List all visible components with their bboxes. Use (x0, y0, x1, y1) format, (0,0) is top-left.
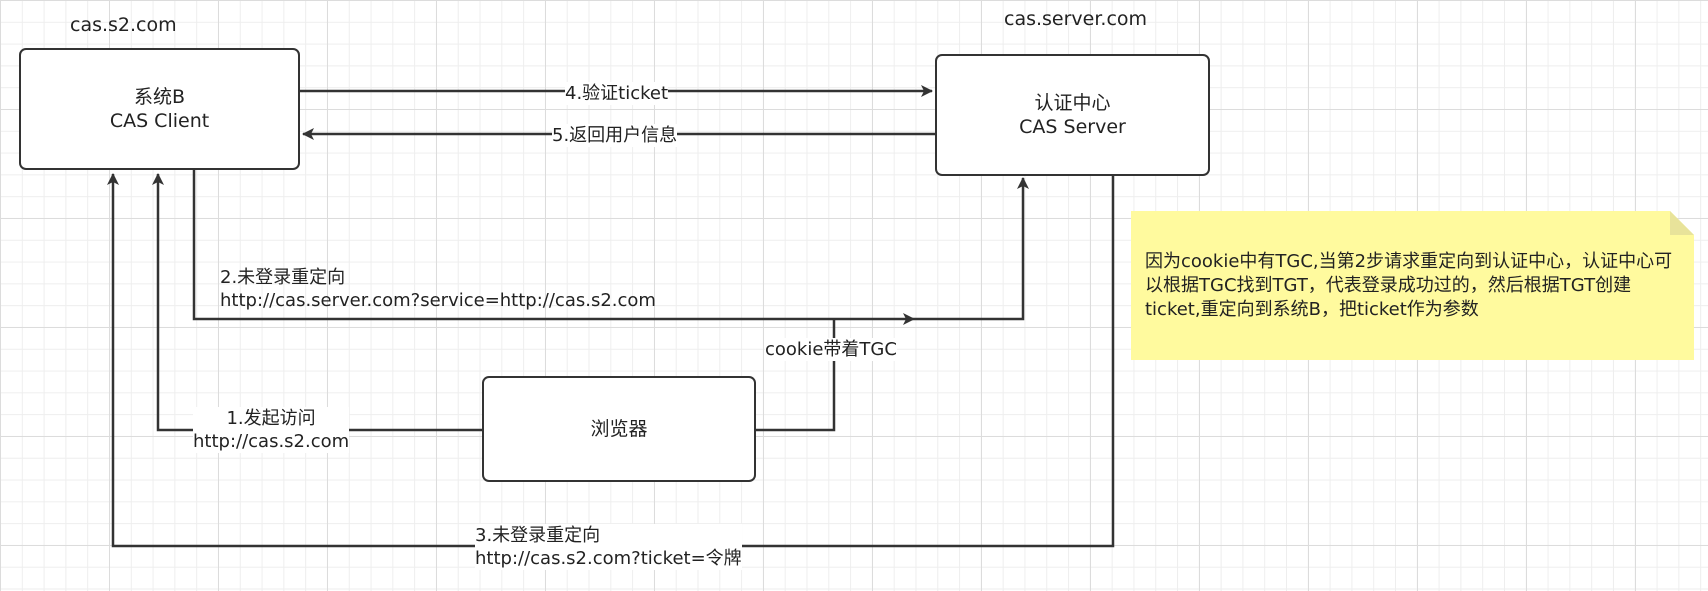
system-b-title: 系统B (133, 86, 186, 108)
auth-center-subtitle: CAS Server (1019, 116, 1126, 138)
edge-step4-label: 4.验证ticket (565, 82, 669, 105)
edge-step2-url: http://cas.server.com?service=http://cas… (220, 290, 656, 311)
edge-step2-title: 2.未登录重定向 (220, 267, 346, 288)
edge-step5-label: 5.返回用户信息 (552, 124, 678, 147)
auth-center-box[interactable]: 认证中心 CAS Server (935, 54, 1210, 176)
edge-step2-to-server (914, 177, 1029, 321)
sticky-note: 因为cookie中有TGC,当第2步请求重定向到认证中心，认证中心可以根据TGC… (1131, 211, 1694, 360)
edge-cookie-label: cookie带着TGC (765, 338, 897, 361)
system-b-subtitle: CAS Client (109, 110, 210, 132)
edge-step3-url: http://cas.s2.com?ticket=令牌 (475, 548, 742, 569)
auth-center-title: 认证中心 (1034, 92, 1111, 114)
edge-step1-arrow (152, 173, 482, 432)
edge-step3-title: 3.未登录重定向 (475, 525, 601, 546)
edge-step3-label: 3.未登录重定向 http://cas.s2.com?ticket=令牌 (475, 524, 742, 570)
system-b-box[interactable]: 系统B CAS Client (19, 48, 300, 170)
sticky-note-shape (1131, 211, 1694, 360)
edge-step1-url: http://cas.s2.com (193, 431, 350, 452)
browser-box[interactable]: 浏览器 (482, 376, 756, 482)
client-host-label: cas.s2.com (70, 14, 177, 36)
edge-step1-title: 1.发起访问 (226, 408, 316, 429)
sticky-note-text: 因为cookie中有TGC,当第2步请求重定向到认证中心，认证中心可以根据TGC… (1145, 251, 1673, 320)
server-host-label: cas.server.com (1004, 8, 1148, 30)
edge-step2-path (192, 170, 915, 325)
browser-label: 浏览器 (590, 418, 648, 440)
edge-step2-label: 2.未登录重定向 http://cas.server.com?service=h… (220, 266, 656, 312)
edge-step3-arrow (107, 173, 1115, 548)
edge-step1-label: 1.发起访问 http://cas.s2.com (193, 407, 350, 453)
edge-cookie-path (756, 319, 836, 432)
